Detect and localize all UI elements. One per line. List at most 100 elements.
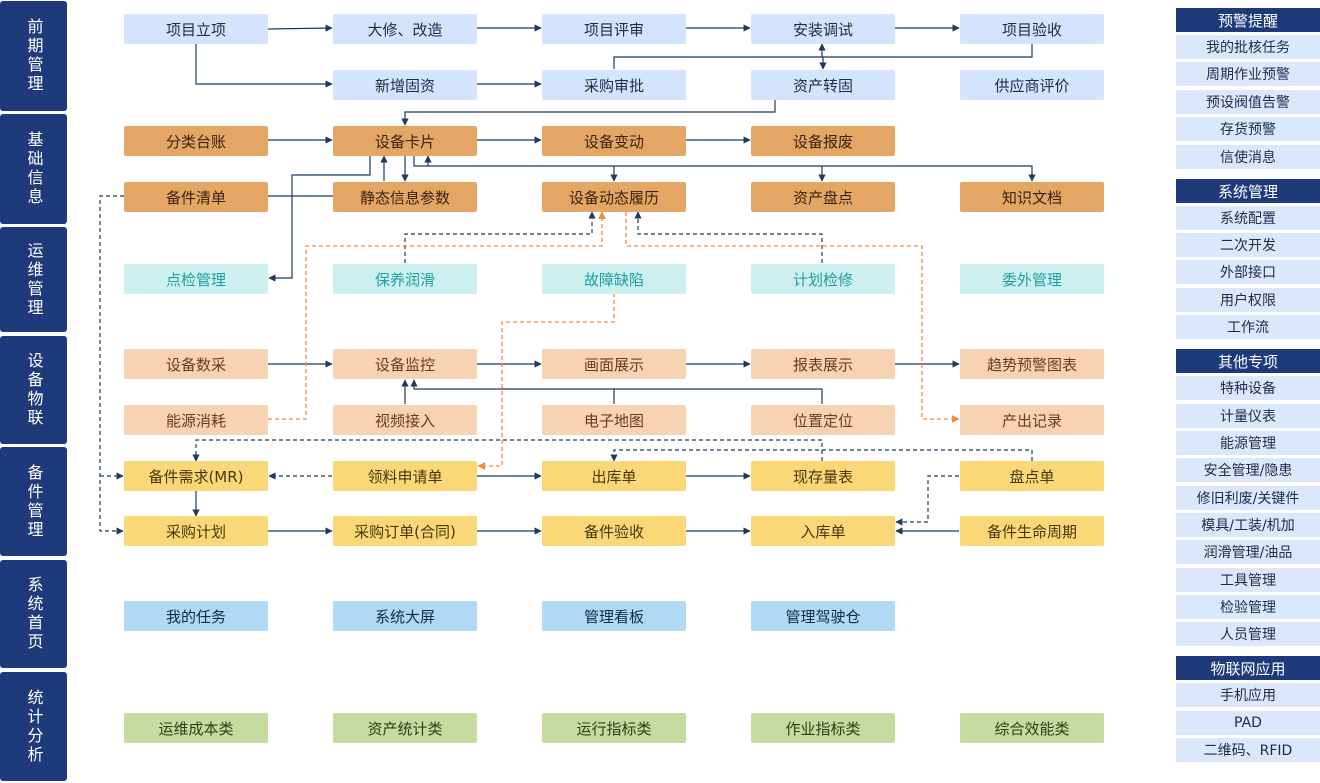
sidebar-header-wulianwang: 物联网应用	[1176, 656, 1320, 680]
sidebar-item: 二维码、RFID	[1176, 738, 1320, 762]
node-qsyj: 趋势预警图表	[960, 349, 1104, 379]
category-shouye: 系统首页	[0, 560, 67, 668]
sidebar-item: 特种设备	[1176, 376, 1320, 400]
sidebar-item: 人员管理	[1176, 622, 1320, 646]
node-bjxq: 备件需求(MR)	[124, 461, 268, 491]
node-glkb: 管理看板	[542, 601, 686, 631]
node-nyxh: 能源消耗	[124, 405, 268, 435]
node-dxgz: 大修、改造	[333, 14, 477, 44]
link-sbkp-zswd	[822, 165, 1036, 182]
sidebar-item: 信使消息	[1176, 145, 1320, 169]
node-ywcb: 运维成本类	[124, 713, 268, 743]
sidebar-item: 工具管理	[1176, 568, 1320, 592]
category-label: 基础信息	[24, 131, 44, 207]
sidebar-item: 系统配置	[1176, 206, 1320, 230]
link-jhjx-sbdtll	[634, 211, 823, 263]
category-beijian: 备件管理	[0, 447, 67, 556]
link-bjqd-cgjh	[99, 195, 124, 535]
node-zcpd: 资产盘点	[751, 182, 895, 212]
node-xmys: 项目验收	[960, 14, 1104, 44]
category-label: 设备物联	[24, 352, 44, 428]
node-gljsc: 管理驾驶仓	[751, 601, 895, 631]
sidebar-item: 二次开发	[1176, 233, 1320, 257]
sidebar-item: 能源管理	[1176, 431, 1320, 455]
node-sbjk: 设备监控	[333, 349, 477, 379]
category-label: 备件管理	[24, 463, 44, 540]
sidebar-item: 安全管理/隐患	[1176, 458, 1320, 482]
node-cccjl: 产出记录	[960, 405, 1104, 435]
sidebar-item: 修旧利废/关键件	[1176, 486, 1320, 510]
sidebar-item: 润滑管理/油品	[1176, 540, 1320, 564]
node-sbdtll: 设备动态履历	[542, 182, 686, 212]
connector-lines	[99, 24, 1036, 535]
link-dzdt-sbjk	[410, 379, 614, 390]
node-bjqd: 备件清单	[124, 182, 268, 212]
sidebar-item: 用户权限	[1176, 288, 1320, 312]
node-cgdd: 采购订单(合同)	[333, 516, 477, 546]
sidebar-header-xitong: 系统管理	[1176, 179, 1320, 203]
category-label: 运维管理	[24, 241, 44, 318]
node-spjr: 视频接入	[333, 405, 477, 435]
node-xmlx: 项目立项	[124, 14, 268, 44]
link-xmlx-dxgz	[267, 24, 333, 32]
node-wdrw: 我的任务	[124, 601, 268, 631]
node-jhjx: 计划检修	[751, 264, 895, 294]
category-label: 前期管理	[24, 18, 44, 94]
link-sbkp-zcpd	[614, 165, 826, 182]
node-azts: 安装调试	[751, 14, 895, 44]
node-sbbd: 设备变动	[542, 126, 686, 156]
category-wulian: 设备物联	[0, 336, 67, 444]
node-dzdt: 电子地图	[542, 405, 686, 435]
node-jtxx: 静态信息参数	[333, 182, 477, 212]
node-djgl: 点检管理	[124, 264, 268, 294]
link-pdd-ckd	[610, 449, 1033, 462]
sidebar-item: 模具/工装/机加	[1176, 513, 1320, 537]
node-llsqd: 领料申请单	[333, 461, 477, 491]
node-sbsc: 设备数采	[124, 349, 268, 379]
node-rkd: 入库单	[751, 516, 895, 546]
sidebar-item: 存货预警	[1176, 117, 1320, 141]
link-nyxh-sbdtll	[268, 211, 606, 420]
node-zctj: 资产统计类	[333, 713, 477, 743]
node-gzqx: 故障缺陷	[542, 264, 686, 294]
sidebar-item: 预设阀值告警	[1176, 90, 1320, 114]
node-zswd: 知识文档	[960, 182, 1104, 212]
node-cgsp: 采购审批	[542, 70, 686, 100]
link-cgsp-azts	[613, 43, 826, 69]
node-xmps: 项目评审	[542, 14, 686, 44]
category-tongji: 统计分析	[0, 672, 67, 781]
category-label: 统计分析	[24, 688, 44, 765]
node-sbbf: 设备报废	[751, 126, 895, 156]
node-zhxn: 综合效能类	[960, 713, 1104, 743]
node-pdd: 盘点单	[960, 461, 1104, 491]
link-sbkp-sbdtll	[413, 155, 618, 182]
sidebar-item: 我的批核任务	[1176, 35, 1320, 59]
category-label: 系统首页	[24, 576, 44, 652]
link-xmlx-xzgz	[195, 44, 333, 88]
category-jichu: 基础信息	[0, 114, 67, 224]
node-wwgl: 委外管理	[960, 264, 1104, 294]
sidebar-header-qita: 其他专项	[1176, 349, 1320, 373]
node-byrh: 保养润滑	[333, 264, 477, 294]
sidebar-item: 外部接口	[1176, 260, 1320, 284]
node-bjys: 备件验收	[542, 516, 686, 546]
category-yunwei: 运维管理	[0, 227, 67, 332]
sidebar-item: 周期作业预警	[1176, 62, 1320, 86]
sidebar-item: 手机应用	[1176, 683, 1320, 707]
node-ckd: 出库单	[542, 461, 686, 491]
link-gzqx-llsqd	[477, 293, 615, 470]
link-xmys-zczg	[819, 44, 1033, 70]
node-cgjh: 采购计划	[124, 516, 268, 546]
node-gyspj: 供应商评价	[960, 70, 1104, 100]
link-zczg-sbkp	[401, 99, 776, 126]
node-xtdp: 系统大屏	[333, 601, 477, 631]
node-xclb: 现存量表	[751, 461, 895, 491]
node-wzdw: 位置定位	[751, 405, 895, 435]
node-bjsmzq: 备件生命周期	[960, 516, 1104, 546]
link-byrh-sbdtll	[404, 211, 596, 263]
sidebar-item: 计量仪表	[1176, 404, 1320, 428]
node-zczg: 资产转固	[751, 70, 895, 100]
node-yxzb: 运行指标类	[542, 713, 686, 743]
node-sbkp: 设备卡片	[333, 126, 477, 156]
